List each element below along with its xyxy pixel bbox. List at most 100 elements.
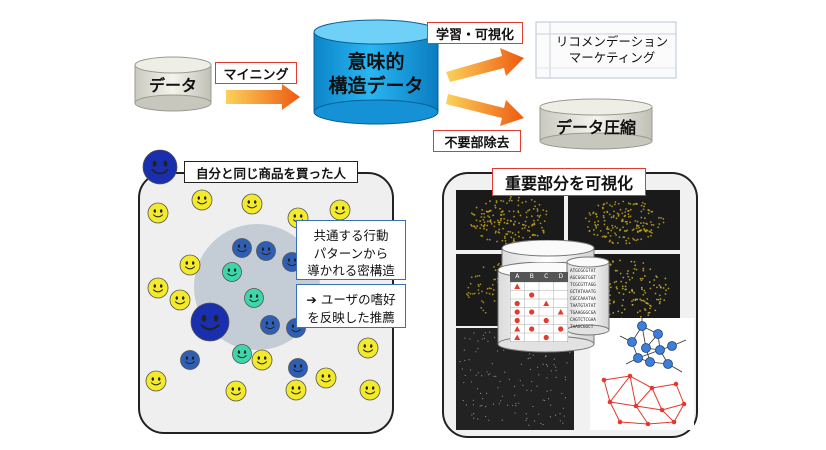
heatmap-dot — [475, 206, 478, 209]
heatmap-dot — [597, 223, 599, 226]
heatmap-dot — [522, 236, 524, 239]
heatmap-dot — [594, 223, 597, 226]
heatmap-dot — [616, 227, 618, 229]
heatmap-dot — [588, 212, 591, 214]
heatmap-dot — [633, 260, 636, 263]
scatter-dot — [500, 400, 502, 402]
scatter-dot — [484, 332, 486, 334]
heatmap-dot — [514, 220, 516, 223]
heatmap-dot — [512, 223, 515, 225]
scatter-dot — [475, 351, 477, 353]
heatmap-dot — [608, 240, 611, 243]
heatmap-dot — [632, 298, 635, 301]
scatter-dot — [553, 364, 555, 366]
scatter-dot — [528, 353, 531, 355]
heatmap-dot — [518, 222, 520, 225]
heatmap-dot — [479, 283, 482, 286]
heatmap-dot — [646, 223, 649, 225]
teal-person-smiley — [232, 344, 252, 364]
table-mark — [514, 326, 521, 332]
heatmap-dot — [494, 269, 497, 272]
heatmap-dot — [627, 237, 630, 240]
heatmap-dot — [658, 302, 661, 305]
heatmap-dot — [479, 227, 482, 229]
heatmap-dot — [612, 216, 615, 219]
scatter-dot — [461, 368, 463, 370]
blue-person-smiley — [260, 315, 280, 335]
heatmap-dot — [493, 266, 495, 268]
heatmap-dot — [639, 298, 642, 301]
callout-dense-structure: 共通する行動 パターンから 導かれる密構造 — [296, 220, 406, 280]
heatmap-dot — [667, 287, 670, 290]
scatter-dot — [473, 332, 475, 334]
heatmap-dot — [513, 237, 515, 240]
heatmap-dot — [482, 301, 485, 304]
data-database-icon — [134, 56, 212, 112]
heatmap-dot — [634, 264, 637, 267]
table-mark — [557, 309, 564, 315]
heatmap-dot — [514, 233, 517, 236]
heatmap-dot — [636, 220, 639, 223]
network-node-red — [681, 401, 687, 407]
table-mark — [543, 317, 549, 324]
heatmap-dot — [640, 238, 643, 241]
heatmap-dot — [649, 307, 651, 310]
heatmap-dot — [662, 221, 665, 224]
heatmap-dot — [616, 212, 619, 215]
scatter-dot — [487, 374, 489, 376]
heatmap-dot — [644, 291, 647, 294]
heatmap-dot — [475, 227, 477, 230]
db-table-header: A B C D — [510, 272, 568, 282]
heatmap-dot — [659, 300, 661, 303]
sequence-line: TGAAGGGCGA — [570, 311, 596, 316]
heatmap-dot — [630, 260, 633, 263]
heatmap-dot — [480, 212, 483, 215]
heatmap-dot — [635, 239, 638, 242]
yellow-person-smiley — [241, 193, 263, 215]
heatmap-dot — [618, 291, 621, 294]
heatmap-dot — [503, 217, 506, 220]
heatmap-dot — [629, 221, 631, 224]
heatmap-dot — [606, 210, 609, 213]
heatmap-dot — [510, 236, 513, 239]
db-table-header-cell: D — [553, 272, 568, 282]
sequence-line: CAGTCTCGAA — [570, 318, 596, 323]
heatmap-dot — [612, 214, 615, 217]
left-panel-title: 自分と同じ商品を買った人 — [184, 161, 358, 183]
scatter-dot — [545, 355, 547, 357]
heatmap-dot — [499, 219, 502, 222]
heatmap-dot — [659, 298, 662, 300]
scatter-dot — [529, 368, 532, 371]
recommendation-document-icon — [535, 21, 677, 79]
network-graph — [590, 318, 694, 430]
heatmap-dot — [494, 278, 497, 281]
scatter-dot — [549, 416, 552, 418]
table-mark — [514, 317, 520, 324]
heatmap-dot — [617, 215, 620, 217]
recommendation-text: リコメンデーション マーケティング — [555, 34, 669, 65]
heatmap-dot — [479, 220, 481, 222]
heatmap-dot — [493, 289, 495, 291]
heatmap-dot — [639, 310, 641, 312]
heatmap-dot — [616, 287, 618, 290]
heatmap-dot — [641, 277, 644, 280]
scatter-dot — [559, 413, 561, 415]
heatmap-dot — [649, 231, 652, 233]
heatmap-dot — [615, 217, 618, 220]
heatmap-dot — [506, 202, 508, 205]
scatter-dot — [481, 375, 483, 377]
heatmap-dot — [648, 311, 651, 314]
heatmap-dot — [629, 215, 632, 218]
heatmap-dot — [504, 242, 507, 245]
scatter-dot — [501, 419, 503, 421]
heatmap-dot — [628, 242, 631, 245]
scatter-dot — [542, 363, 544, 366]
heatmap-dot — [505, 233, 508, 235]
scatter-dot — [463, 381, 465, 384]
scatter-dot — [562, 422, 564, 424]
heatmap-dot — [483, 225, 485, 228]
heatmap-dot — [477, 283, 480, 286]
yellow-person-smiley — [357, 337, 379, 359]
heatmap-dot — [616, 242, 619, 244]
heatmap-dot — [500, 217, 503, 220]
